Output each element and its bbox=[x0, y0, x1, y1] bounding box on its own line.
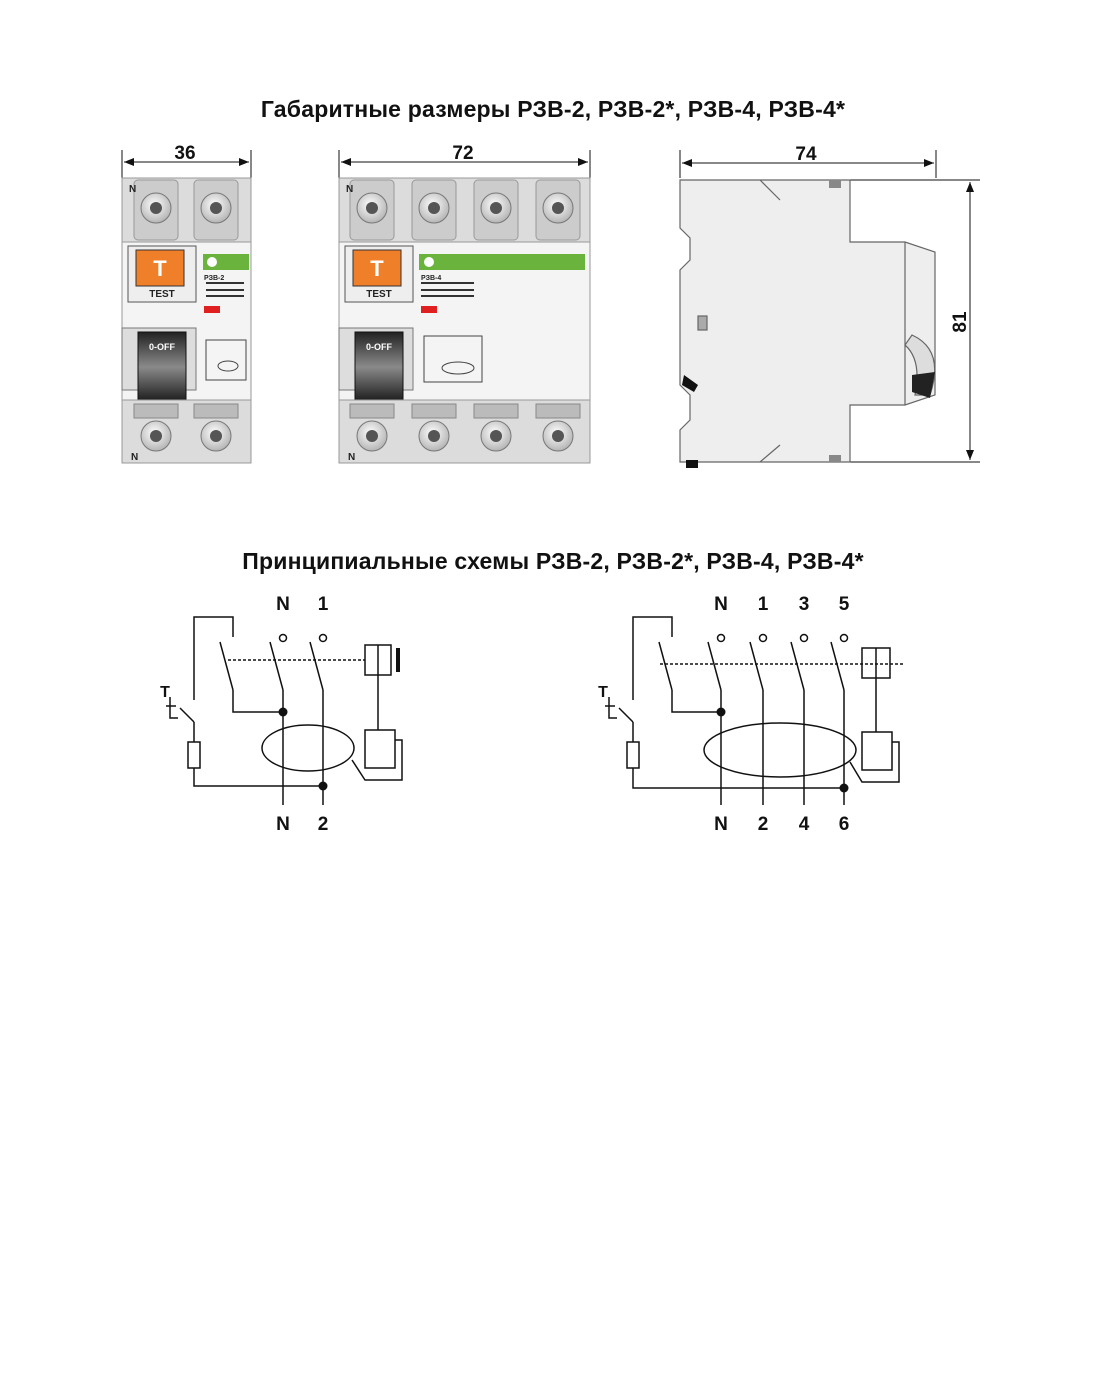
device-4p-test-key: T bbox=[370, 256, 384, 281]
scheme-4p bbox=[605, 616, 905, 805]
device-2p-test-caption: TEST bbox=[149, 289, 175, 300]
scheme-2p-node-2 bbox=[318, 781, 328, 791]
dimension-81-label: 81 bbox=[950, 311, 971, 333]
scheme-4p-top-3: 3 bbox=[799, 594, 810, 615]
scheme-2p-bottom-n: N bbox=[276, 814, 290, 835]
device-2p-lever-label: 0-OFF bbox=[149, 342, 176, 352]
device-4p-test-caption: TEST bbox=[366, 289, 392, 300]
scheme-2p-node-1 bbox=[278, 707, 288, 717]
device-2p-model: РЗВ-2 bbox=[204, 275, 224, 282]
scheme-2p-test-label: T bbox=[160, 684, 170, 701]
device-4p-n-top: N bbox=[346, 184, 353, 195]
scheme-4p-bottom-6: 6 bbox=[839, 814, 850, 835]
scheme-2p-top-1: 1 bbox=[318, 594, 329, 615]
dimension-74-label: 74 bbox=[795, 144, 817, 165]
device-2p-test-key: T bbox=[153, 256, 167, 281]
dimension-74 bbox=[679, 150, 937, 178]
dimension-72-label: 72 bbox=[452, 143, 473, 164]
scheme-4p-top-1: 1 bbox=[758, 594, 769, 615]
device-4p-n-bottom: N bbox=[348, 452, 355, 463]
scheme-4p-bottom-4: 4 bbox=[799, 814, 810, 835]
dimension-72 bbox=[338, 150, 591, 178]
dimension-36-label: 36 bbox=[174, 143, 195, 164]
device-4p-front bbox=[338, 177, 591, 464]
dimensions-title: Габаритные размеры РЗВ-2, РЗВ-2*, РЗВ-4,… bbox=[260, 96, 846, 122]
scheme-4p-node-2 bbox=[839, 783, 849, 793]
scheme-4p-top-n: N bbox=[714, 594, 728, 615]
scheme-2p-top-n: N bbox=[276, 594, 290, 615]
device-2p-front bbox=[121, 177, 252, 464]
scheme-4p-bottom-n: N bbox=[714, 814, 728, 835]
schemes-title: Принципиальные схемы РЗВ-2, РЗВ-2*, РЗВ-… bbox=[242, 548, 864, 574]
device-2p-n-bottom: N bbox=[131, 452, 138, 463]
device-side-view bbox=[679, 179, 936, 468]
device-2p-n-top: N bbox=[129, 184, 136, 195]
scheme-4p-top-5: 5 bbox=[839, 594, 850, 615]
dimension-81 bbox=[850, 179, 980, 463]
scheme-4p-node-1 bbox=[716, 707, 726, 717]
scheme-4p-test-label: T bbox=[598, 684, 608, 701]
scheme-2p-bottom-2: 2 bbox=[318, 814, 329, 835]
device-4p-lever-label: 0-OFF bbox=[366, 342, 393, 352]
scheme-4p-bottom-2: 2 bbox=[758, 814, 769, 835]
dimension-36 bbox=[121, 150, 252, 178]
device-4p-model: РЗВ-4 bbox=[421, 275, 441, 282]
